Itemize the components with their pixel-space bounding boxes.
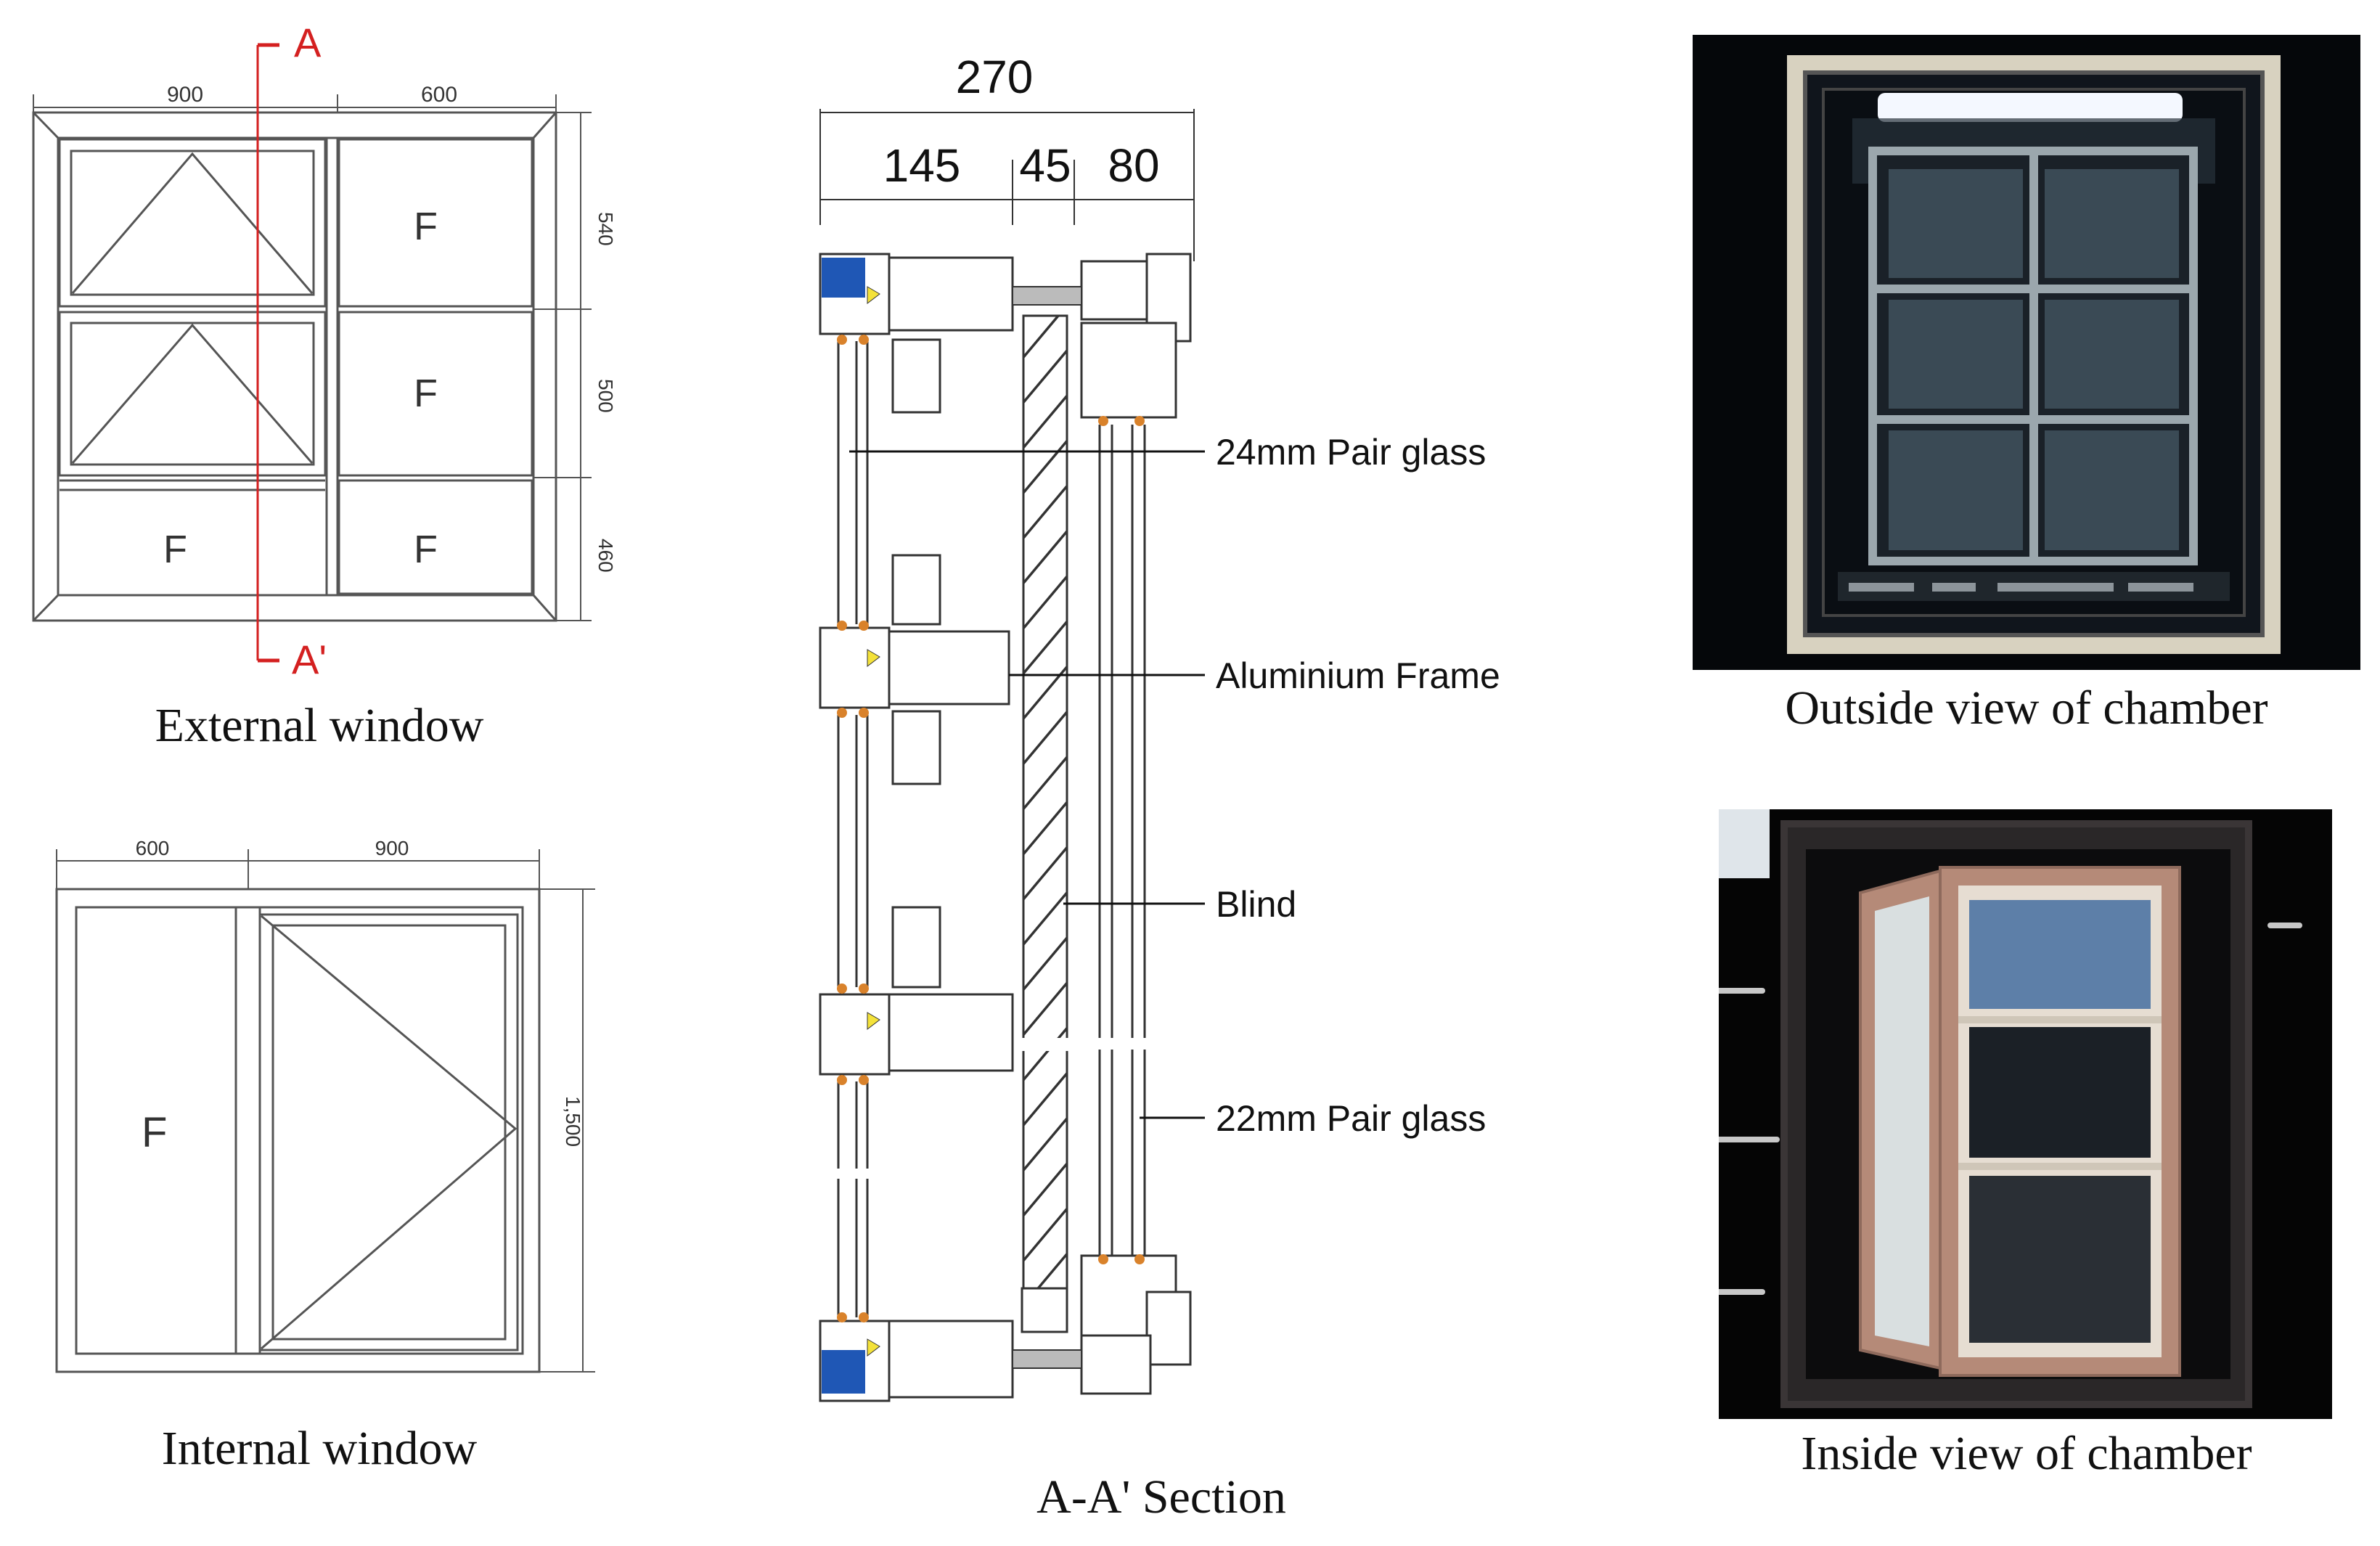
fixed-label: F: [414, 205, 438, 248]
int-dim-width-left: 600: [136, 837, 170, 859]
outside-view-caption: Outside view of chamber: [1785, 682, 2268, 735]
int-dim-width-right: 900: [375, 837, 409, 859]
ext-dim-width-right: 600: [421, 83, 457, 107]
section-dim-total: 270: [956, 51, 1034, 103]
external-window-caption: External window: [155, 699, 484, 752]
insulation-block: [822, 258, 865, 298]
label-blind: Blind: [1216, 884, 1296, 925]
fixed-label: F: [414, 528, 438, 571]
inside-view-caption: Inside view of chamber: [1801, 1427, 2252, 1480]
label-24mm-pair-glass: 24mm Pair glass: [1216, 432, 1486, 473]
ext-dim-h1: 540: [594, 212, 617, 246]
insulation-block: [822, 1350, 865, 1394]
internal-window-drawing: 600 900 1,500 F: [44, 835, 617, 1386]
internal-window-caption: Internal window: [161, 1422, 478, 1475]
section-line: [256, 43, 279, 663]
section-drawing: 270 145 45 80: [798, 36, 1524, 1415]
ext-dim-width-left: 900: [167, 83, 203, 107]
fixed-label: F: [142, 1109, 167, 1156]
inside-view-photo: [1719, 809, 2332, 1419]
section-dim-145: 145: [883, 139, 961, 192]
section-mark-a-prime: A': [292, 637, 327, 675]
ext-dim-h3: 460: [594, 539, 617, 573]
label-22mm-pair-glass: 22mm Pair glass: [1216, 1098, 1486, 1139]
external-window-drawing: 900 600 540 500 460 A A' F F F F: [22, 22, 624, 675]
section-caption: A-A' Section: [1036, 1471, 1286, 1523]
section-dim-80: 80: [1108, 139, 1159, 192]
outside-view-photo: [1693, 35, 2360, 670]
int-dim-height: 1,500: [562, 1096, 584, 1147]
blind: [1022, 314, 1068, 1290]
ext-dim-h2: 500: [594, 379, 617, 413]
fixed-label: F: [414, 372, 438, 415]
section-dim-45: 45: [1019, 139, 1071, 192]
fixed-label: F: [163, 528, 187, 571]
section-mark-a: A: [294, 22, 322, 65]
label-aluminium-frame: Aluminium Frame: [1216, 655, 1500, 696]
